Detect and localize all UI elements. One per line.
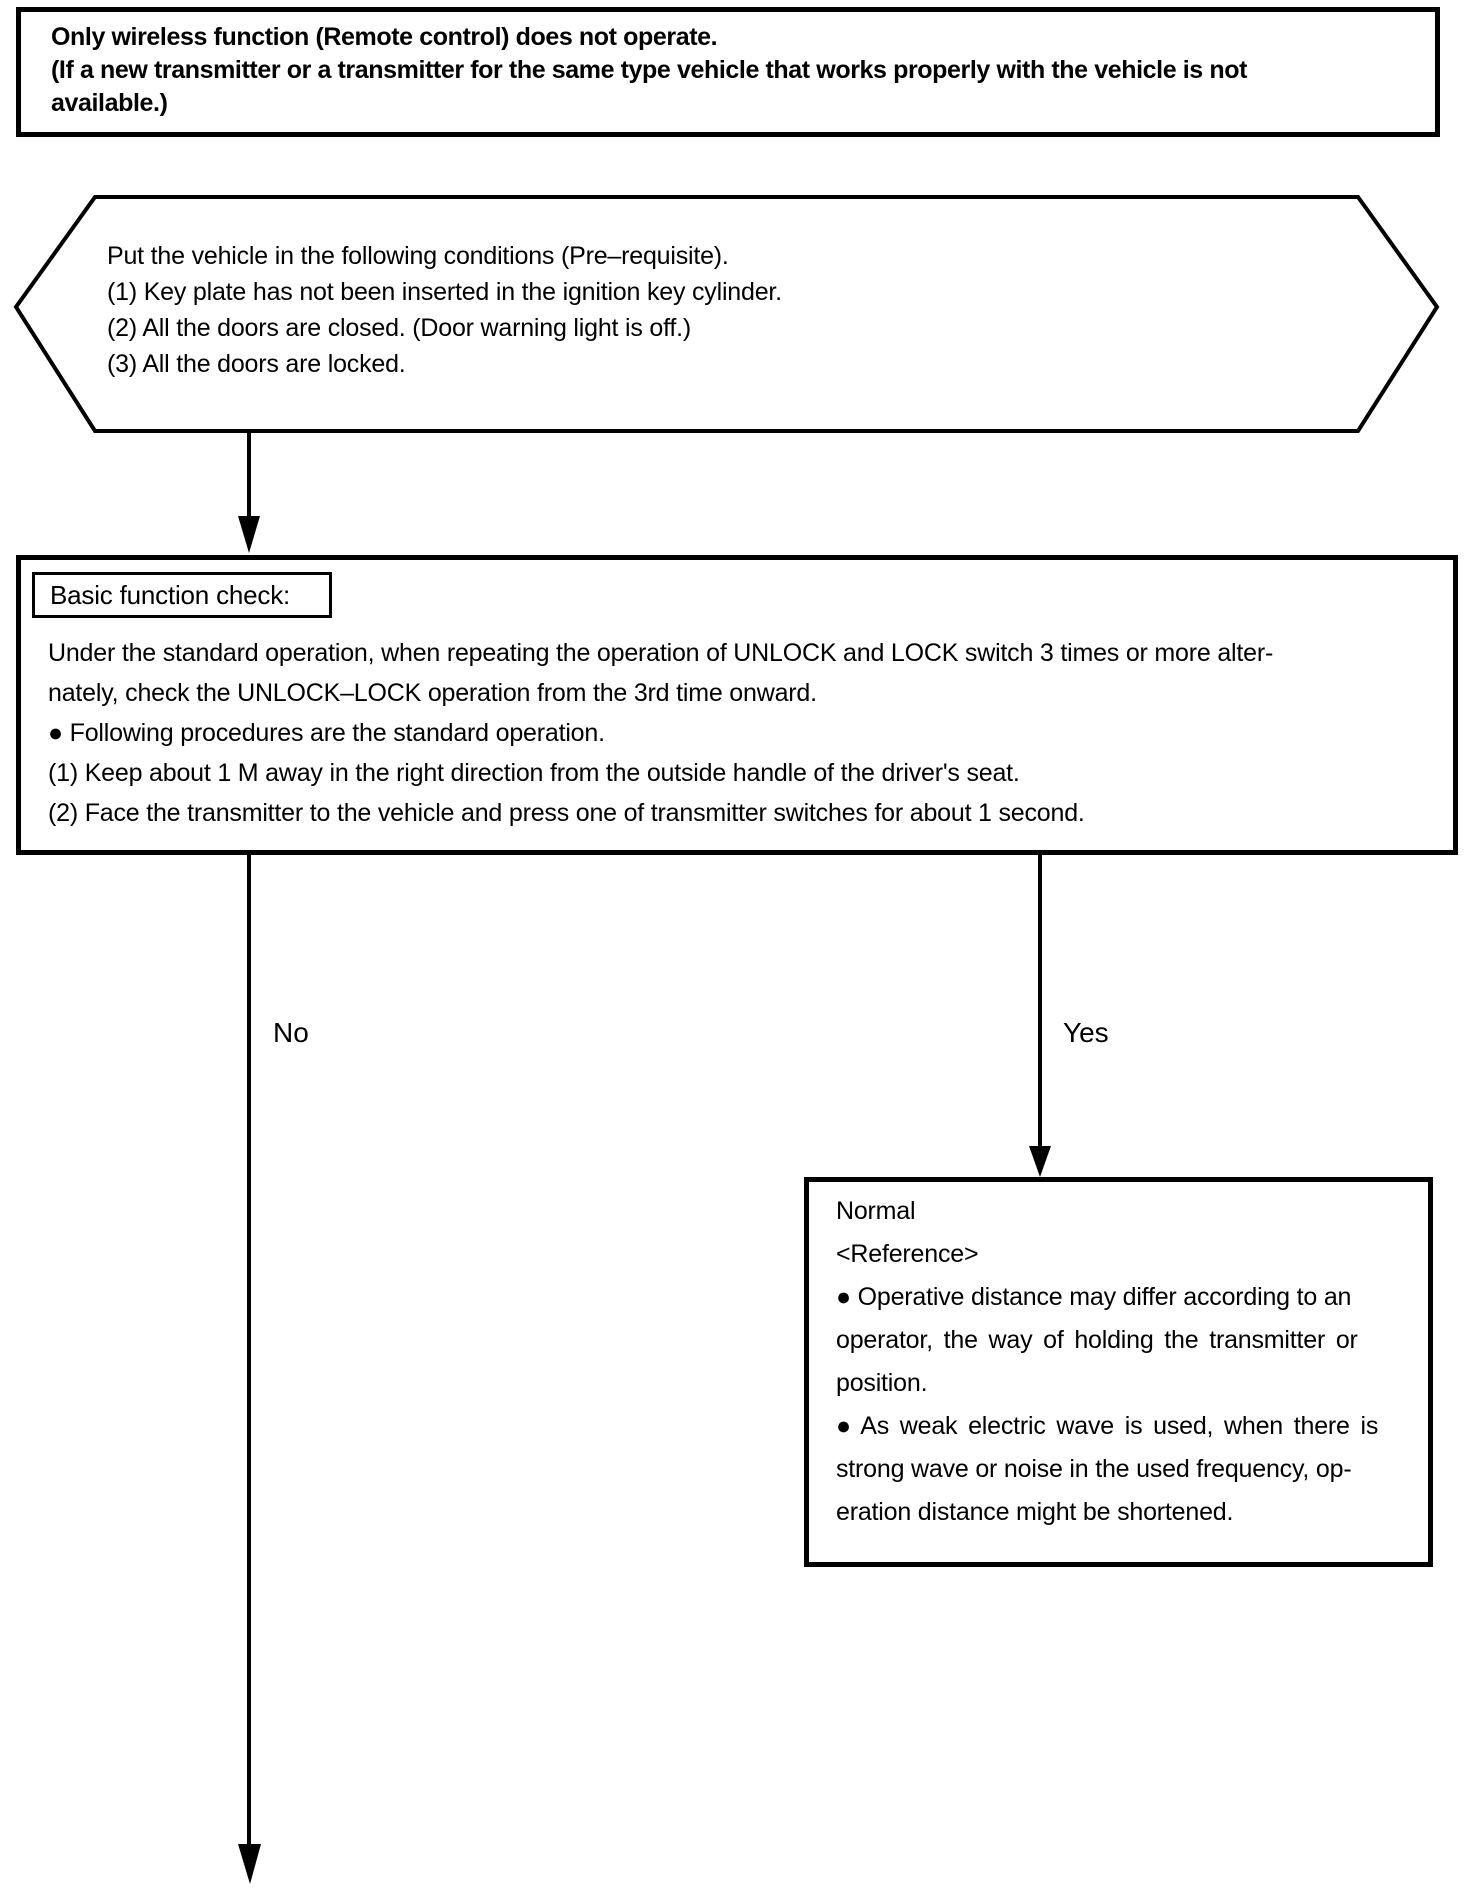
basic-check-text: Under the standard operation, when repea… [48, 633, 1443, 833]
normal-line: Normal [836, 1197, 916, 1225]
prerequisite-line: (3) All the doors are locked. [107, 350, 406, 378]
prerequisite-line: Put the vehicle in the following conditi… [107, 242, 729, 270]
prerequisite-line: (2) All the doors are closed. (Door warn… [107, 314, 692, 342]
normal-result-text: Normal <Reference> ● Operative distance … [836, 1190, 1421, 1534]
basic-check-line: (1) Keep about 1 M away in the right dir… [48, 759, 1020, 787]
normal-line: strong wave or noise in the used frequen… [836, 1455, 1352, 1483]
basic-check-line: Under the standard operation, when repea… [48, 639, 1274, 667]
branch-label-no: No [273, 1017, 309, 1048]
basic-check-line: ● Following procedures are the standard … [48, 719, 605, 747]
normal-line: operator, the way of holding the transmi… [836, 1326, 1358, 1354]
normal-line: ● As weak electric wave is used, when th… [836, 1412, 1379, 1440]
yes-branch-arrow-head [1029, 1146, 1051, 1177]
branch-label-yes: Yes [1063, 1017, 1109, 1048]
problem-line: (If a new transmitter or a transmitter f… [51, 56, 1248, 84]
normal-result-box: Normal <Reference> ● Operative distance … [804, 1177, 1433, 1567]
normal-line: ● Operative distance may differ accordin… [836, 1283, 1352, 1311]
arrow-hexagon-to-check-head [238, 516, 260, 553]
normal-line: eration distance might be shortened. [836, 1498, 1234, 1526]
prerequisite-line: (1) Key plate has not been inserted in t… [107, 278, 782, 306]
basic-check-label-box: Basic function check: [32, 572, 332, 618]
prerequisite-hexagon-text: Put the vehicle in the following conditi… [107, 238, 1347, 382]
problem-line: available.) [51, 89, 168, 117]
basic-check-line: (2) Face the transmitter to the vehicle … [48, 799, 1085, 827]
normal-line: position. [836, 1369, 928, 1397]
problem-statement-box: Only wireless function (Remote control) … [16, 7, 1440, 137]
problem-line: Only wireless function (Remote control) … [51, 23, 718, 51]
basic-check-label: Basic function check: [50, 580, 291, 610]
normal-line: <Reference> [836, 1240, 979, 1268]
basic-check-line: nately, check the UNLOCK–LOCK operation … [48, 679, 817, 707]
basic-check-box: Basic function check: Under the standard… [16, 555, 1458, 855]
no-branch-arrow-head [238, 1844, 261, 1884]
